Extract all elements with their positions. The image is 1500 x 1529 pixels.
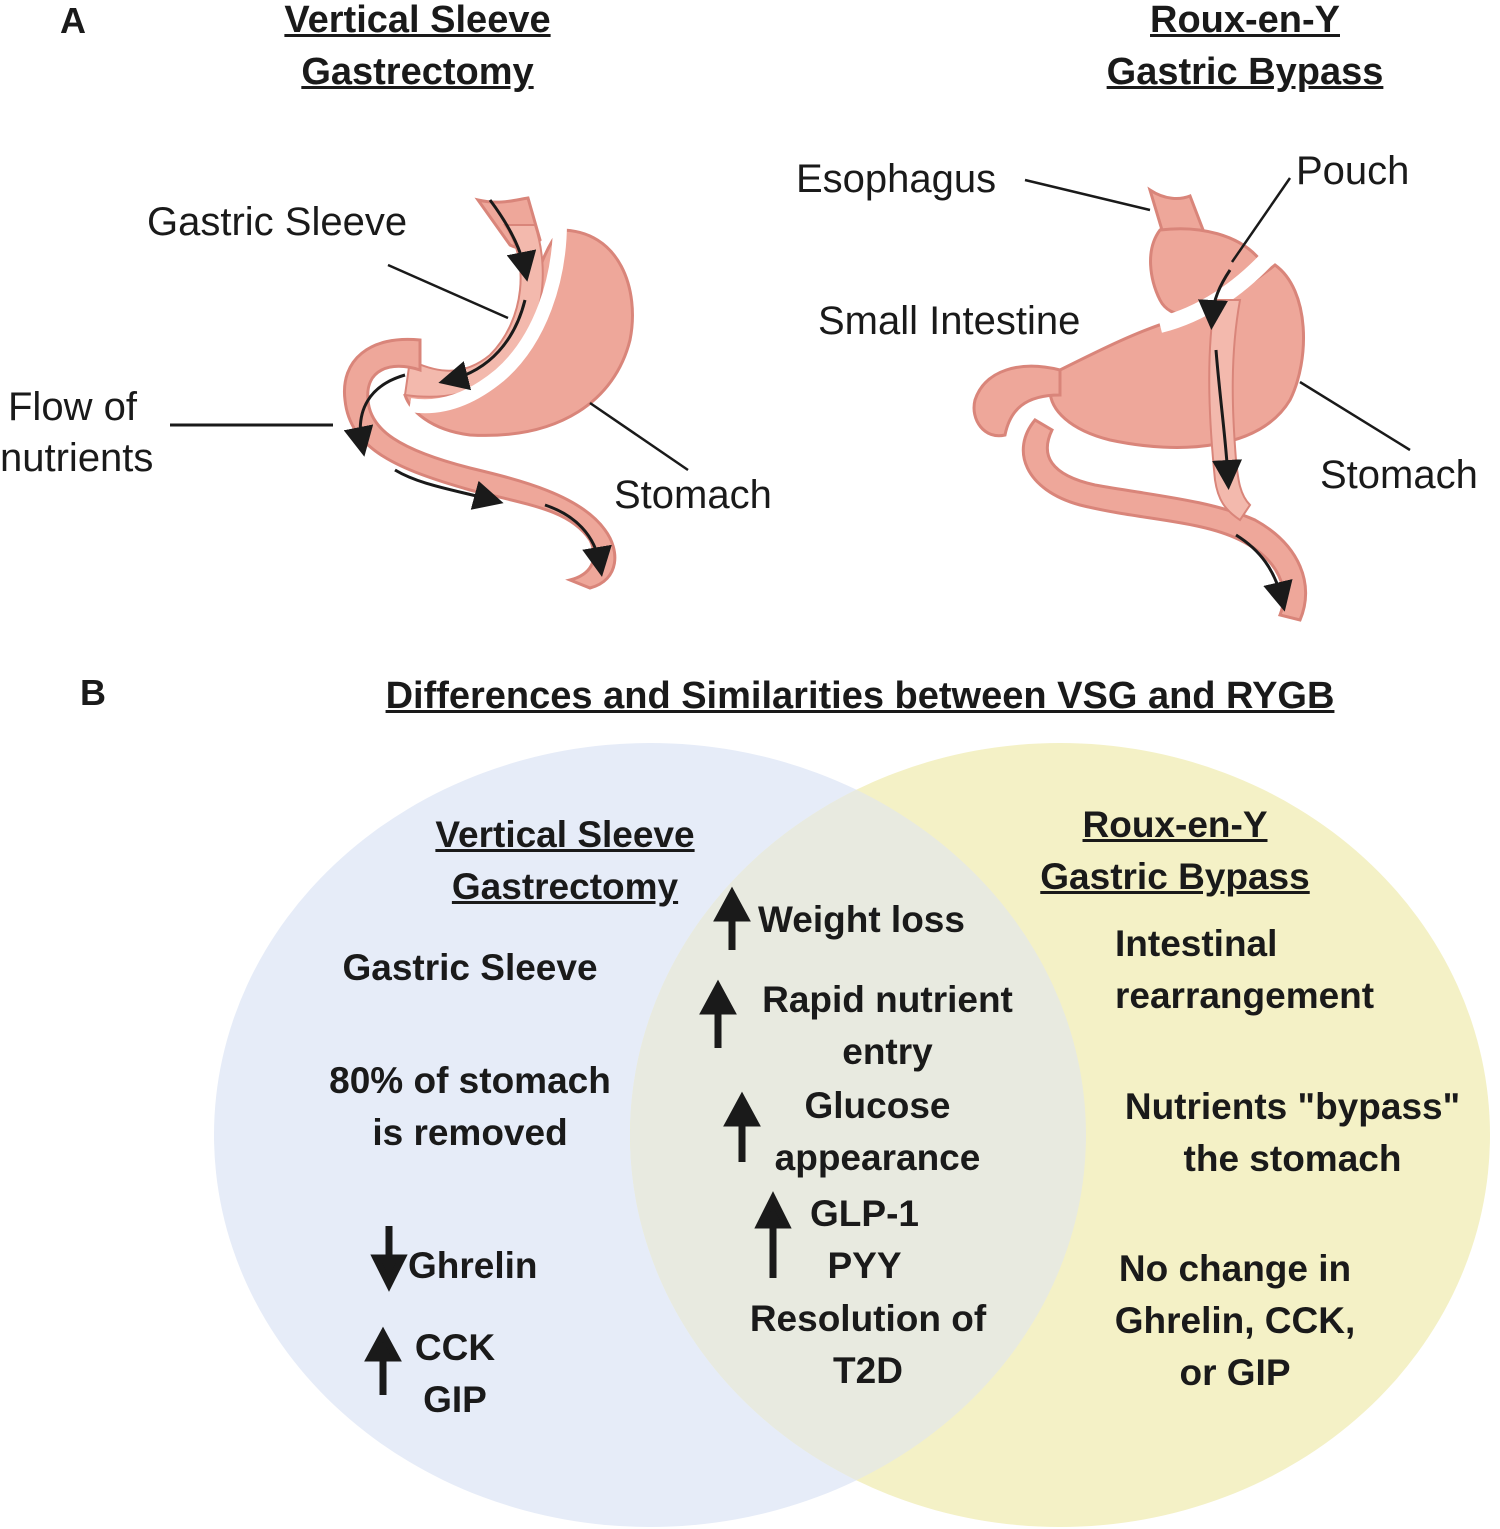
venn-rygb-no-change-line2: Ghrelin, CCK, (1114, 1300, 1356, 1341)
venn-shared-nutrient-entry: Rapid nutrient entry (740, 974, 1035, 1078)
vsg-title-line2: Gastrectomy (301, 51, 534, 93)
venn-vsg-heading-line2: Gastrectomy (451, 866, 679, 907)
venn-rygb-intestinal-line2: rearrangement (1115, 975, 1375, 1016)
venn-rygb-no-change-line1: No change in (1118, 1248, 1352, 1289)
venn-shared-glp1-pyy: GLP-1 PYY (797, 1188, 932, 1292)
label-esophagus: Esophagus (796, 157, 997, 201)
venn-rygb-heading-line1: Roux-en-Y (1082, 804, 1268, 845)
venn-arrows (364, 886, 792, 1395)
vsg-title-line1: Vertical Sleeve (284, 0, 551, 41)
label-vsg-stomach: Stomach (614, 473, 772, 517)
arrow-up-weight-loss (713, 886, 751, 950)
leader-esophagus (1024, 178, 1151, 212)
venn-shared-glp1: GLP-1 (810, 1193, 919, 1234)
venn-vsg-ghrelin: Ghrelin (408, 1245, 538, 1286)
rygb-title-line1: Roux-en-Y (1150, 0, 1340, 41)
label-rygb-stomach: Stomach (1320, 453, 1478, 497)
venn-shared-t2d-line1: Resolution of (749, 1298, 987, 1339)
venn-rygb-no-change-line3: or GIP (1179, 1352, 1291, 1393)
arrow-up-cck-gip (364, 1326, 402, 1395)
venn-rygb-no-change: No change in Ghrelin, CCK, or GIP (1090, 1243, 1380, 1399)
leader-pouch (1230, 177, 1292, 263)
leader-rygb-stomach (1299, 380, 1411, 452)
label-gastric-sleeve: Gastric Sleeve (147, 200, 408, 244)
venn-rygb-bypass-line2: the stomach (1183, 1138, 1402, 1179)
arrow-up-glp1-pyy (754, 1191, 792, 1278)
venn-shared-nutrient-entry-line2: entry (842, 1031, 933, 1072)
arrow-up-glucose (723, 1091, 761, 1162)
venn-rygb-heading-line2: Gastric Bypass (1040, 856, 1310, 897)
venn-overlap (630, 743, 1086, 1527)
arrow-down-ghrelin (370, 1226, 408, 1292)
venn-vsg-cck: CCK (414, 1327, 496, 1368)
venn-rygb-heading: Roux-en-Y Gastric Bypass (1005, 799, 1345, 903)
venn-rygb-bypass-line1: Nutrients "bypass" (1124, 1086, 1461, 1127)
venn-rygb-bypass: Nutrients "bypass" the stomach (1100, 1081, 1485, 1185)
venn-vsg-heading-line1: Vertical Sleeve (435, 814, 695, 855)
label-flow-line2: nutrients (0, 436, 154, 480)
vsg-title: Vertical Sleeve Gastrectomy (230, 0, 605, 98)
venn-vsg-cck-gip: CCK GIP (405, 1322, 505, 1426)
rygb-title: Roux-en-Y Gastric Bypass (1060, 0, 1430, 98)
rygb-stomach-illustration (972, 186, 1308, 622)
panel-letter-b: B (80, 672, 106, 713)
venn-vsg-gip: GIP (423, 1379, 487, 1420)
venn-rygb-intestinal-line1: Intestinal (1115, 923, 1278, 964)
venn-shared-t2d: Resolution of T2D (718, 1293, 1018, 1397)
vsg-stomach-illustration (342, 196, 634, 590)
venn-shared-nutrient-entry-line1: Rapid nutrient (762, 979, 1013, 1020)
venn-shared-pyy: PYY (827, 1245, 902, 1286)
venn-shared-weight-loss: Weight loss (758, 899, 965, 940)
venn-shared-t2d-line2: T2D (833, 1350, 903, 1391)
panel-letter-a: A (60, 0, 86, 41)
label-flow-line1: Flow of (8, 385, 137, 429)
leader-vsg-stomach (589, 401, 689, 472)
venn-diagram (214, 743, 1490, 1527)
venn-shared-glucose-line1: Glucose (804, 1085, 951, 1126)
venn-vsg-heading: Vertical Sleeve Gastrectomy (380, 809, 750, 913)
arrow-up-nutrient-entry (699, 979, 737, 1048)
label-pouch: Pouch (1296, 149, 1410, 193)
venn-shared-glucose-line2: appearance (774, 1137, 981, 1178)
venn-vsg-gastric-sleeve: Gastric Sleeve (342, 947, 598, 988)
label-small-intestine: Small Intestine (818, 299, 1081, 343)
venn-vsg-stomach-removed-line1: 80% of stomach (329, 1060, 611, 1101)
leader-gastric-sleeve (387, 263, 509, 320)
venn-title: Differences and Similarities between VSG… (385, 675, 1335, 717)
rygb-title-line2: Gastric Bypass (1106, 51, 1384, 93)
venn-vsg-stomach-removed: 80% of stomach is removed (290, 1055, 650, 1159)
venn-shared-glucose: Glucose appearance (755, 1080, 1000, 1184)
venn-vsg-stomach-removed-line2: is removed (372, 1112, 568, 1153)
venn-rygb-intestinal: Intestinal rearrangement (1115, 918, 1374, 1022)
